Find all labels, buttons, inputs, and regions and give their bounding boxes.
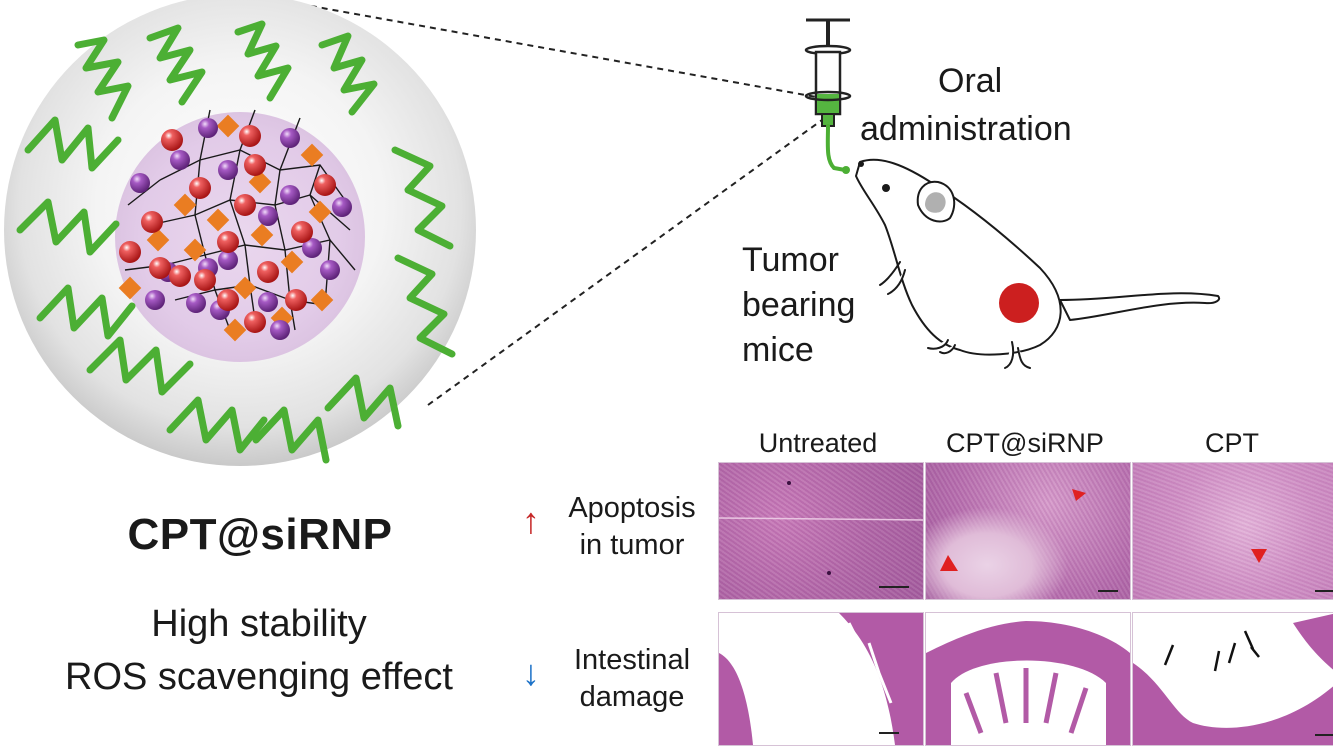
mouse-label: Tumor bearing mice bbox=[742, 238, 855, 374]
intestine-histology-cpt-sirnp bbox=[925, 612, 1131, 746]
tumor-histology-cpt bbox=[1132, 462, 1333, 600]
column-header-cpt-sirnp: CPT@siRNP bbox=[946, 428, 1104, 458]
zoom-guide-bottom bbox=[427, 119, 823, 406]
nanoparticle-sphere bbox=[4, 0, 476, 466]
nanoparticle-title: CPT@siRNP bbox=[127, 510, 393, 559]
effect-apoptosis-label: Apoptosis in tumor bbox=[552, 490, 712, 564]
feature-ros-scavenging: ROS scavenging effect bbox=[65, 656, 453, 698]
administration-label-line2: administration bbox=[860, 110, 1072, 148]
zoom-guide-top bbox=[299, 3, 823, 99]
feature-high-stability: High stability bbox=[151, 603, 367, 645]
tumor-histology-cpt-sirnp bbox=[925, 462, 1131, 600]
intestine-histology-cpt bbox=[1132, 612, 1333, 746]
effect-intestinal-line1: Intestinal bbox=[573, 644, 691, 676]
tumor-mark bbox=[999, 283, 1039, 323]
column-header-cpt: CPT bbox=[1205, 428, 1259, 458]
mouse-label-line3: mice bbox=[742, 331, 814, 370]
mouse-label-line2: bearing bbox=[742, 286, 856, 325]
effect-apoptosis-line1: Apoptosis bbox=[568, 492, 696, 524]
syringe-icon bbox=[804, 18, 852, 174]
mouse-illustration bbox=[855, 158, 1221, 369]
effect-apoptosis-line2: in tumor bbox=[579, 529, 685, 562]
intestine-histology-untreated bbox=[718, 612, 924, 746]
peg-chains bbox=[16, 20, 456, 464]
tumor-histology-untreated bbox=[718, 462, 924, 600]
red-particles bbox=[119, 125, 336, 333]
mouse-label-line1: Tumor bbox=[742, 241, 839, 279]
up-arrow-icon: ↑ bbox=[522, 500, 540, 541]
effect-intestinal-line2: damage bbox=[579, 681, 685, 714]
administration-label-line1: Oral bbox=[938, 62, 1003, 100]
effect-intestinal-label: Intestinal damage bbox=[552, 642, 712, 716]
column-header-untreated: Untreated bbox=[758, 428, 878, 458]
down-arrow-icon: ↓ bbox=[522, 652, 540, 693]
